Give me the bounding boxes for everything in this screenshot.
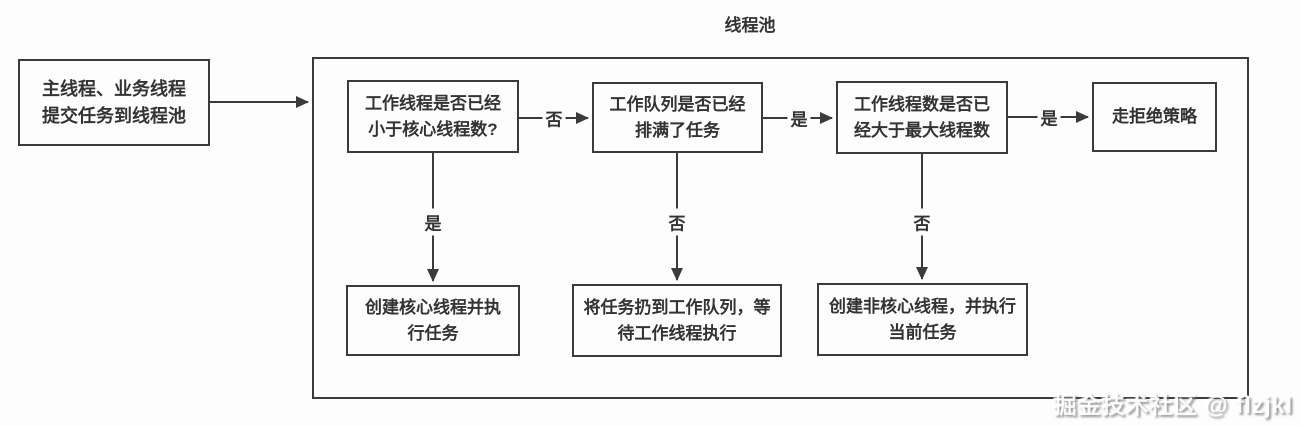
action-box-create-core-thread-text: 创建核心线程并执 行任务 xyxy=(365,298,501,343)
reject-policy-box: 走拒绝策略 xyxy=(1092,82,1217,152)
action-box-create-core-thread: 创建核心线程并执 行任务 xyxy=(346,285,520,356)
action-box-create-noncore-thread: 创建非核心线程，并执行 当前任务 xyxy=(817,283,1028,356)
reject-policy-box-text: 走拒绝策略 xyxy=(1112,107,1197,127)
start-box: 主线程、业务线程 提交任务到线程池 xyxy=(18,59,210,146)
watermark: 掘金技术社区 @ flzjkl xyxy=(1053,392,1293,418)
decision-box-queue-full-text: 工作队列是否已经 排满了任务 xyxy=(609,95,746,140)
action-box-enqueue-task: 将任务扔到工作队列，等 待工作线程执行 xyxy=(572,284,782,357)
branch-label-d1-yes: 是 xyxy=(421,208,445,236)
start-box-text: 主线程、业务线程 提交任务到线程池 xyxy=(42,78,186,126)
action-box-enqueue-task-text: 将任务扔到工作队列，等 待工作线程执行 xyxy=(583,298,771,343)
branch-label-d3-no: 否 xyxy=(910,208,934,236)
decision-box-max-threads: 工作线程数是否已 经大于最大线程数 xyxy=(836,81,1008,154)
decision-box-core-threads-text: 工作线程是否已经 小于核心线程数? xyxy=(365,94,501,139)
thread-pool-group-box xyxy=(312,57,1249,399)
decision-box-queue-full: 工作队列是否已经 排满了任务 xyxy=(592,82,763,153)
branch-label-d2-no: 否 xyxy=(665,208,689,236)
branch-label-d1-no: 否 xyxy=(542,104,566,132)
thread-pool-title: 线程池 xyxy=(724,16,776,35)
decision-box-max-threads-text: 工作线程数是否已 经大于最大线程数 xyxy=(854,95,990,140)
branch-label-d3-yes: 是 xyxy=(1037,103,1061,131)
branch-label-d2-yes: 是 xyxy=(787,104,811,132)
decision-box-core-threads: 工作线程是否已经 小于核心线程数? xyxy=(347,80,519,153)
action-box-create-noncore-thread-text: 创建非核心线程，并执行 当前任务 xyxy=(829,297,1016,342)
